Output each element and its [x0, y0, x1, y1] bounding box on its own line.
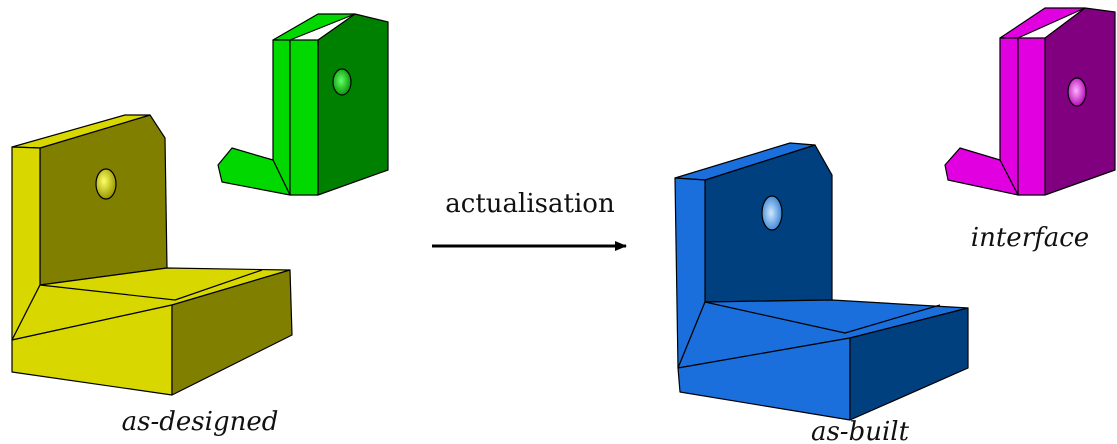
- green-side-b: [289, 39, 319, 196]
- green-hole: [332, 68, 352, 96]
- as-built-hole: [761, 195, 783, 231]
- actualisation-label: actualisation: [445, 189, 615, 219]
- magenta-side-b: [1017, 37, 1046, 196]
- green-interface-part: [217, 13, 389, 196]
- as-designed-hole: [95, 168, 117, 200]
- as-built-label: as-built: [811, 417, 910, 444]
- as-designed-part: [11, 114, 293, 396]
- interface-label: interface: [971, 223, 1089, 253]
- as-designed-base-right: [171, 269, 293, 396]
- as-designed-base-ledge: [39, 269, 263, 301]
- magenta-interface-part: [944, 7, 1116, 196]
- as-built-part: [674, 142, 969, 421]
- magenta-hole: [1067, 77, 1087, 107]
- green-face: [317, 13, 389, 196]
- magenta-base: [944, 147, 1019, 196]
- as-built-base-ledge: [704, 301, 941, 334]
- as-designed-label: as-designed: [122, 407, 279, 437]
- as-built-base-right: [849, 307, 969, 421]
- green-base: [217, 147, 291, 196]
